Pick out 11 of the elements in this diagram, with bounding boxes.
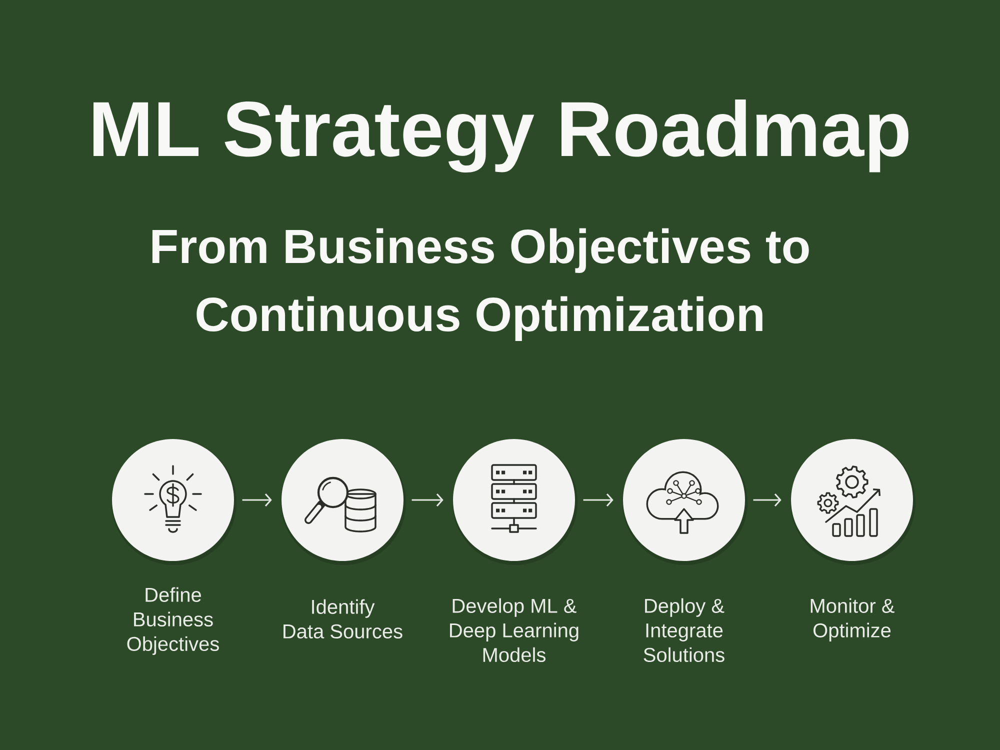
arrow [242,493,272,507]
step-label: Identify Data Sources [284,599,402,638]
step-label: Define Business Objectives [127,587,219,655]
arrow [753,493,782,507]
arrow [412,493,444,507]
subtitle: From Business Objectives to Continuous Optimization [152,228,809,341]
step-label: Develop ML & Deep Learning Models [450,598,578,662]
title: ML Strategy Roadmap [94,99,908,173]
step-label: Deploy & Integrate Solutions [644,598,724,662]
arrow [583,493,614,507]
step-label: Monitor & Optimize [810,598,894,642]
